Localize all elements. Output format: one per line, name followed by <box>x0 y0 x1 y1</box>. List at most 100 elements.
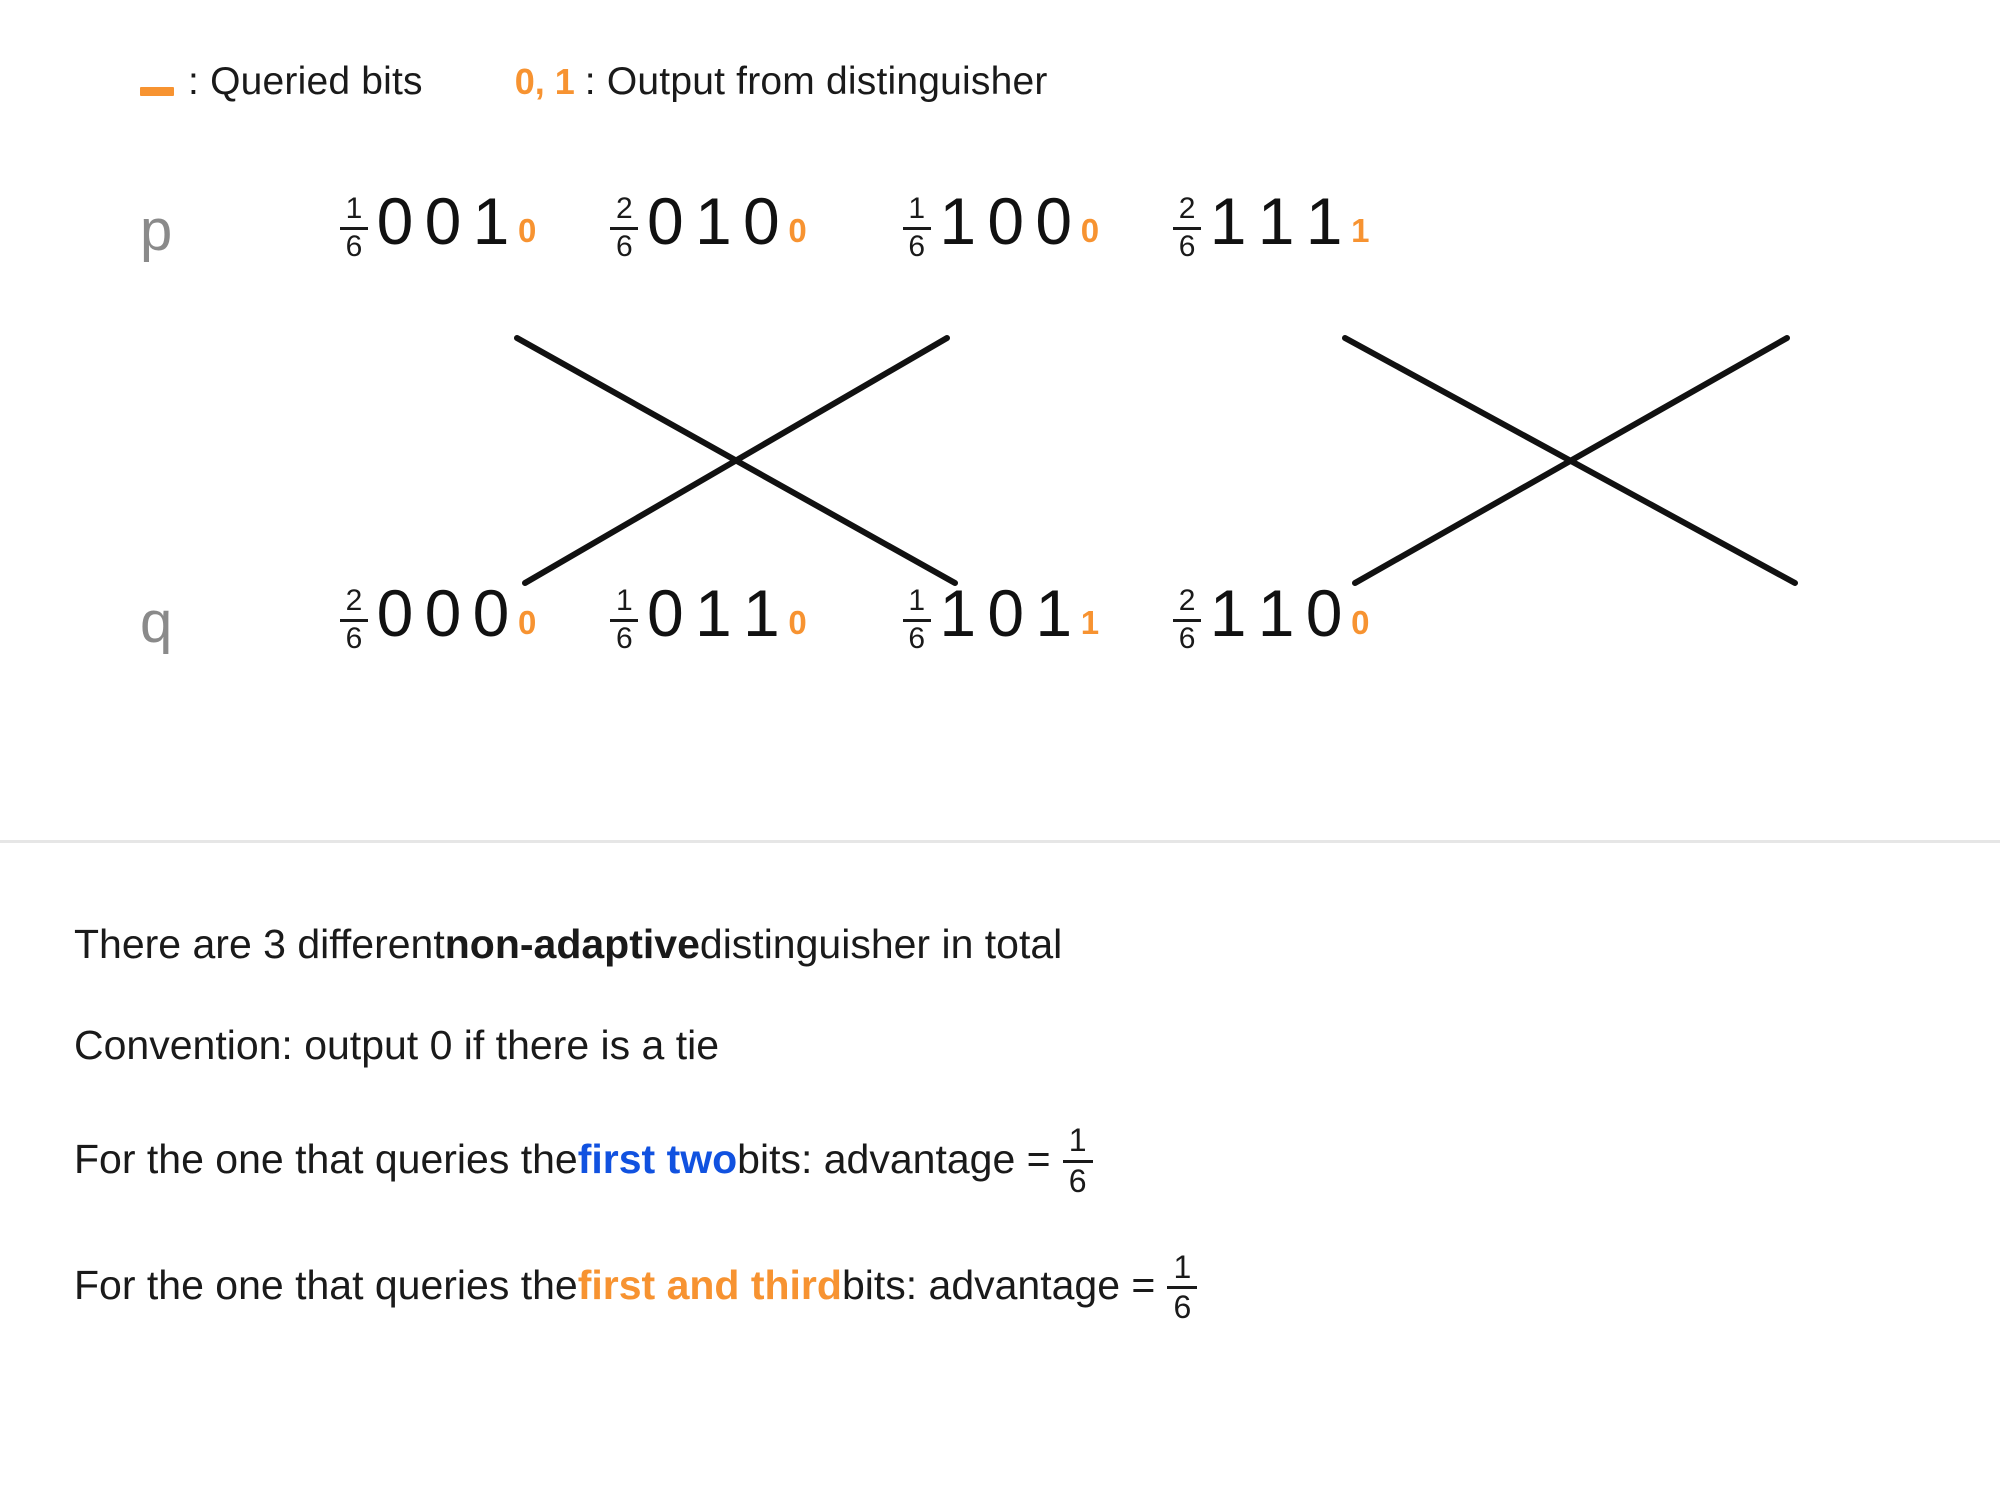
note3-highlight: first two <box>577 1135 738 1182</box>
distribution-row-q: q 2 6 0 0 0 0 1 6 <box>140 580 1370 653</box>
note3-post: bits: advantage = <box>737 1135 1051 1182</box>
p-group-1-bits: 0 0 1 <box>374 188 512 254</box>
q-group-2-bits: 0 1 1 <box>644 580 782 646</box>
q-group-3: 1 6 1 0 1 1 <box>902 580 1100 653</box>
q-group-2: 1 6 0 1 1 0 <box>610 580 807 653</box>
p-group-4-bits: 1 1 1 <box>1207 188 1345 254</box>
bit: 0 <box>1305 576 1343 650</box>
note3-pre: For the one that queries the <box>74 1135 578 1182</box>
fraction-bar <box>1062 1159 1093 1163</box>
cross-line-left-up <box>522 335 950 586</box>
q-group-1: 2 6 0 0 0 0 <box>340 580 537 653</box>
bit: 1 <box>939 184 977 258</box>
note4-highlight: first and third <box>577 1262 842 1309</box>
fraction-bar <box>340 618 368 622</box>
note3-frac-den: 6 <box>1068 1162 1087 1199</box>
note1-pre: There are 3 different <box>74 921 445 967</box>
p-g3-num: 1 <box>908 192 926 225</box>
bit: 0 <box>1035 184 1073 258</box>
note3-frac-num: 1 <box>1068 1122 1087 1159</box>
note4-post: bits: advantage = <box>841 1262 1156 1309</box>
p-group-4-output: 1 <box>1351 212 1370 249</box>
p-g4-num: 2 <box>1178 192 1196 225</box>
crossing-lines <box>514 335 1798 586</box>
fraction-bar <box>1173 618 1202 622</box>
section-divider <box>0 840 2000 843</box>
bit: 0 <box>647 184 684 258</box>
p-g4-den: 6 <box>1178 229 1196 263</box>
p-group-3: 1 6 1 0 0 0 <box>902 188 1100 261</box>
distribution-diagram: p 1 6 0 0 1 0 2 6 <box>140 188 1798 653</box>
p-g2-den: 6 <box>616 229 633 263</box>
bit: 1 <box>1257 576 1295 650</box>
p-group-1-probability: 1 6 <box>340 192 368 263</box>
row-p-groups: 1 6 0 0 1 0 2 6 0 <box>340 188 1370 261</box>
bit: 0 <box>424 184 462 258</box>
bit: 0 <box>743 184 780 258</box>
q-group-2-probability: 1 6 <box>610 584 639 655</box>
p-group-4: 2 6 1 1 1 1 <box>1173 188 1370 261</box>
q-group-1-output: 0 <box>518 604 537 641</box>
fraction-bar <box>340 226 368 230</box>
q-g2-den: 6 <box>616 621 633 655</box>
q-g2-num: 1 <box>616 584 633 617</box>
q-group-1-probability: 2 6 <box>340 584 368 654</box>
q-group-4-output: 0 <box>1351 604 1370 641</box>
q-group-3-bits: 1 0 1 <box>937 580 1075 646</box>
note4-advantage-fraction: 1 6 <box>1167 1250 1198 1326</box>
q-group-4-probability: 2 6 <box>1173 584 1202 655</box>
legend-output-codes: 0, 1 <box>514 61 575 102</box>
note4-frac-den: 6 <box>1173 1289 1192 1326</box>
bit: 0 <box>987 576 1025 650</box>
note2-text: Convention: output 0 if there is a tie <box>74 1022 720 1069</box>
note-line-1: There are 3 different non-adaptive disti… <box>74 920 1924 969</box>
fraction-bar <box>610 226 639 230</box>
note-line-3: For the one that queries the first two b… <box>74 1122 1924 1199</box>
note4-pre: For the one that queries the <box>74 1262 578 1309</box>
fraction-bar <box>610 618 639 622</box>
legend-queried-bits: : Queried bits <box>140 60 423 104</box>
p-g2-num: 2 <box>616 192 633 225</box>
bit: 1 <box>472 184 510 258</box>
p-group-3-output: 0 <box>1080 212 1100 249</box>
distribution-row-p: p 1 6 0 0 1 0 2 6 <box>140 188 1370 261</box>
bit: 0 <box>987 184 1025 258</box>
notes-section: There are 3 different non-adaptive disti… <box>74 920 1924 1326</box>
p-group-2-probability: 2 6 <box>610 192 639 263</box>
row-label-q: q <box>140 590 173 655</box>
p-group-2-bits: 0 1 0 <box>644 188 782 254</box>
q-group-3-output: 1 <box>1080 604 1100 641</box>
q-group-4-bits: 1 1 0 <box>1207 580 1345 646</box>
legend-output: 0, 1 : Output from distinguisher <box>423 60 1048 104</box>
p-g1-den: 6 <box>345 229 363 263</box>
q-g4-num: 2 <box>1178 584 1196 617</box>
q-g4-den: 6 <box>1178 621 1196 655</box>
q-group-1-bits: 0 0 0 <box>374 580 512 646</box>
fraction-bar <box>1173 226 1202 230</box>
bit: 1 <box>1305 184 1343 258</box>
note3-advantage-fraction: 1 6 <box>1062 1122 1093 1199</box>
note1-bold: non-adaptive <box>444 921 700 967</box>
q-group-3-probability: 1 6 <box>902 585 931 654</box>
p-g1-num: 1 <box>345 192 363 225</box>
bit: 1 <box>743 576 780 650</box>
p-group-3-bits: 1 0 0 <box>937 188 1075 254</box>
bit: 1 <box>1035 576 1073 650</box>
note-line-4: For the one that queries the first and t… <box>74 1249 1924 1326</box>
legend-output-label: : Output from distinguisher <box>584 60 1048 103</box>
bit: 1 <box>695 184 732 258</box>
bit: 0 <box>424 576 462 650</box>
cross-line-left-down <box>514 335 958 586</box>
note-line-2: Convention: output 0 if there is a tie <box>74 1021 1924 1070</box>
bit: 0 <box>376 184 414 258</box>
bit: 0 <box>472 576 510 650</box>
q-g1-num: 2 <box>345 584 363 617</box>
row-label-p: p <box>140 198 173 263</box>
p-g3-den: 6 <box>908 229 926 263</box>
bit: 1 <box>1257 184 1295 258</box>
bit: 0 <box>376 576 414 650</box>
p-group-2-output: 0 <box>788 212 807 249</box>
cross-line-right-up <box>1352 335 1790 586</box>
q-group-4: 2 6 1 1 0 0 <box>1173 580 1370 653</box>
legend-queried-label: : Queried bits <box>188 60 423 103</box>
